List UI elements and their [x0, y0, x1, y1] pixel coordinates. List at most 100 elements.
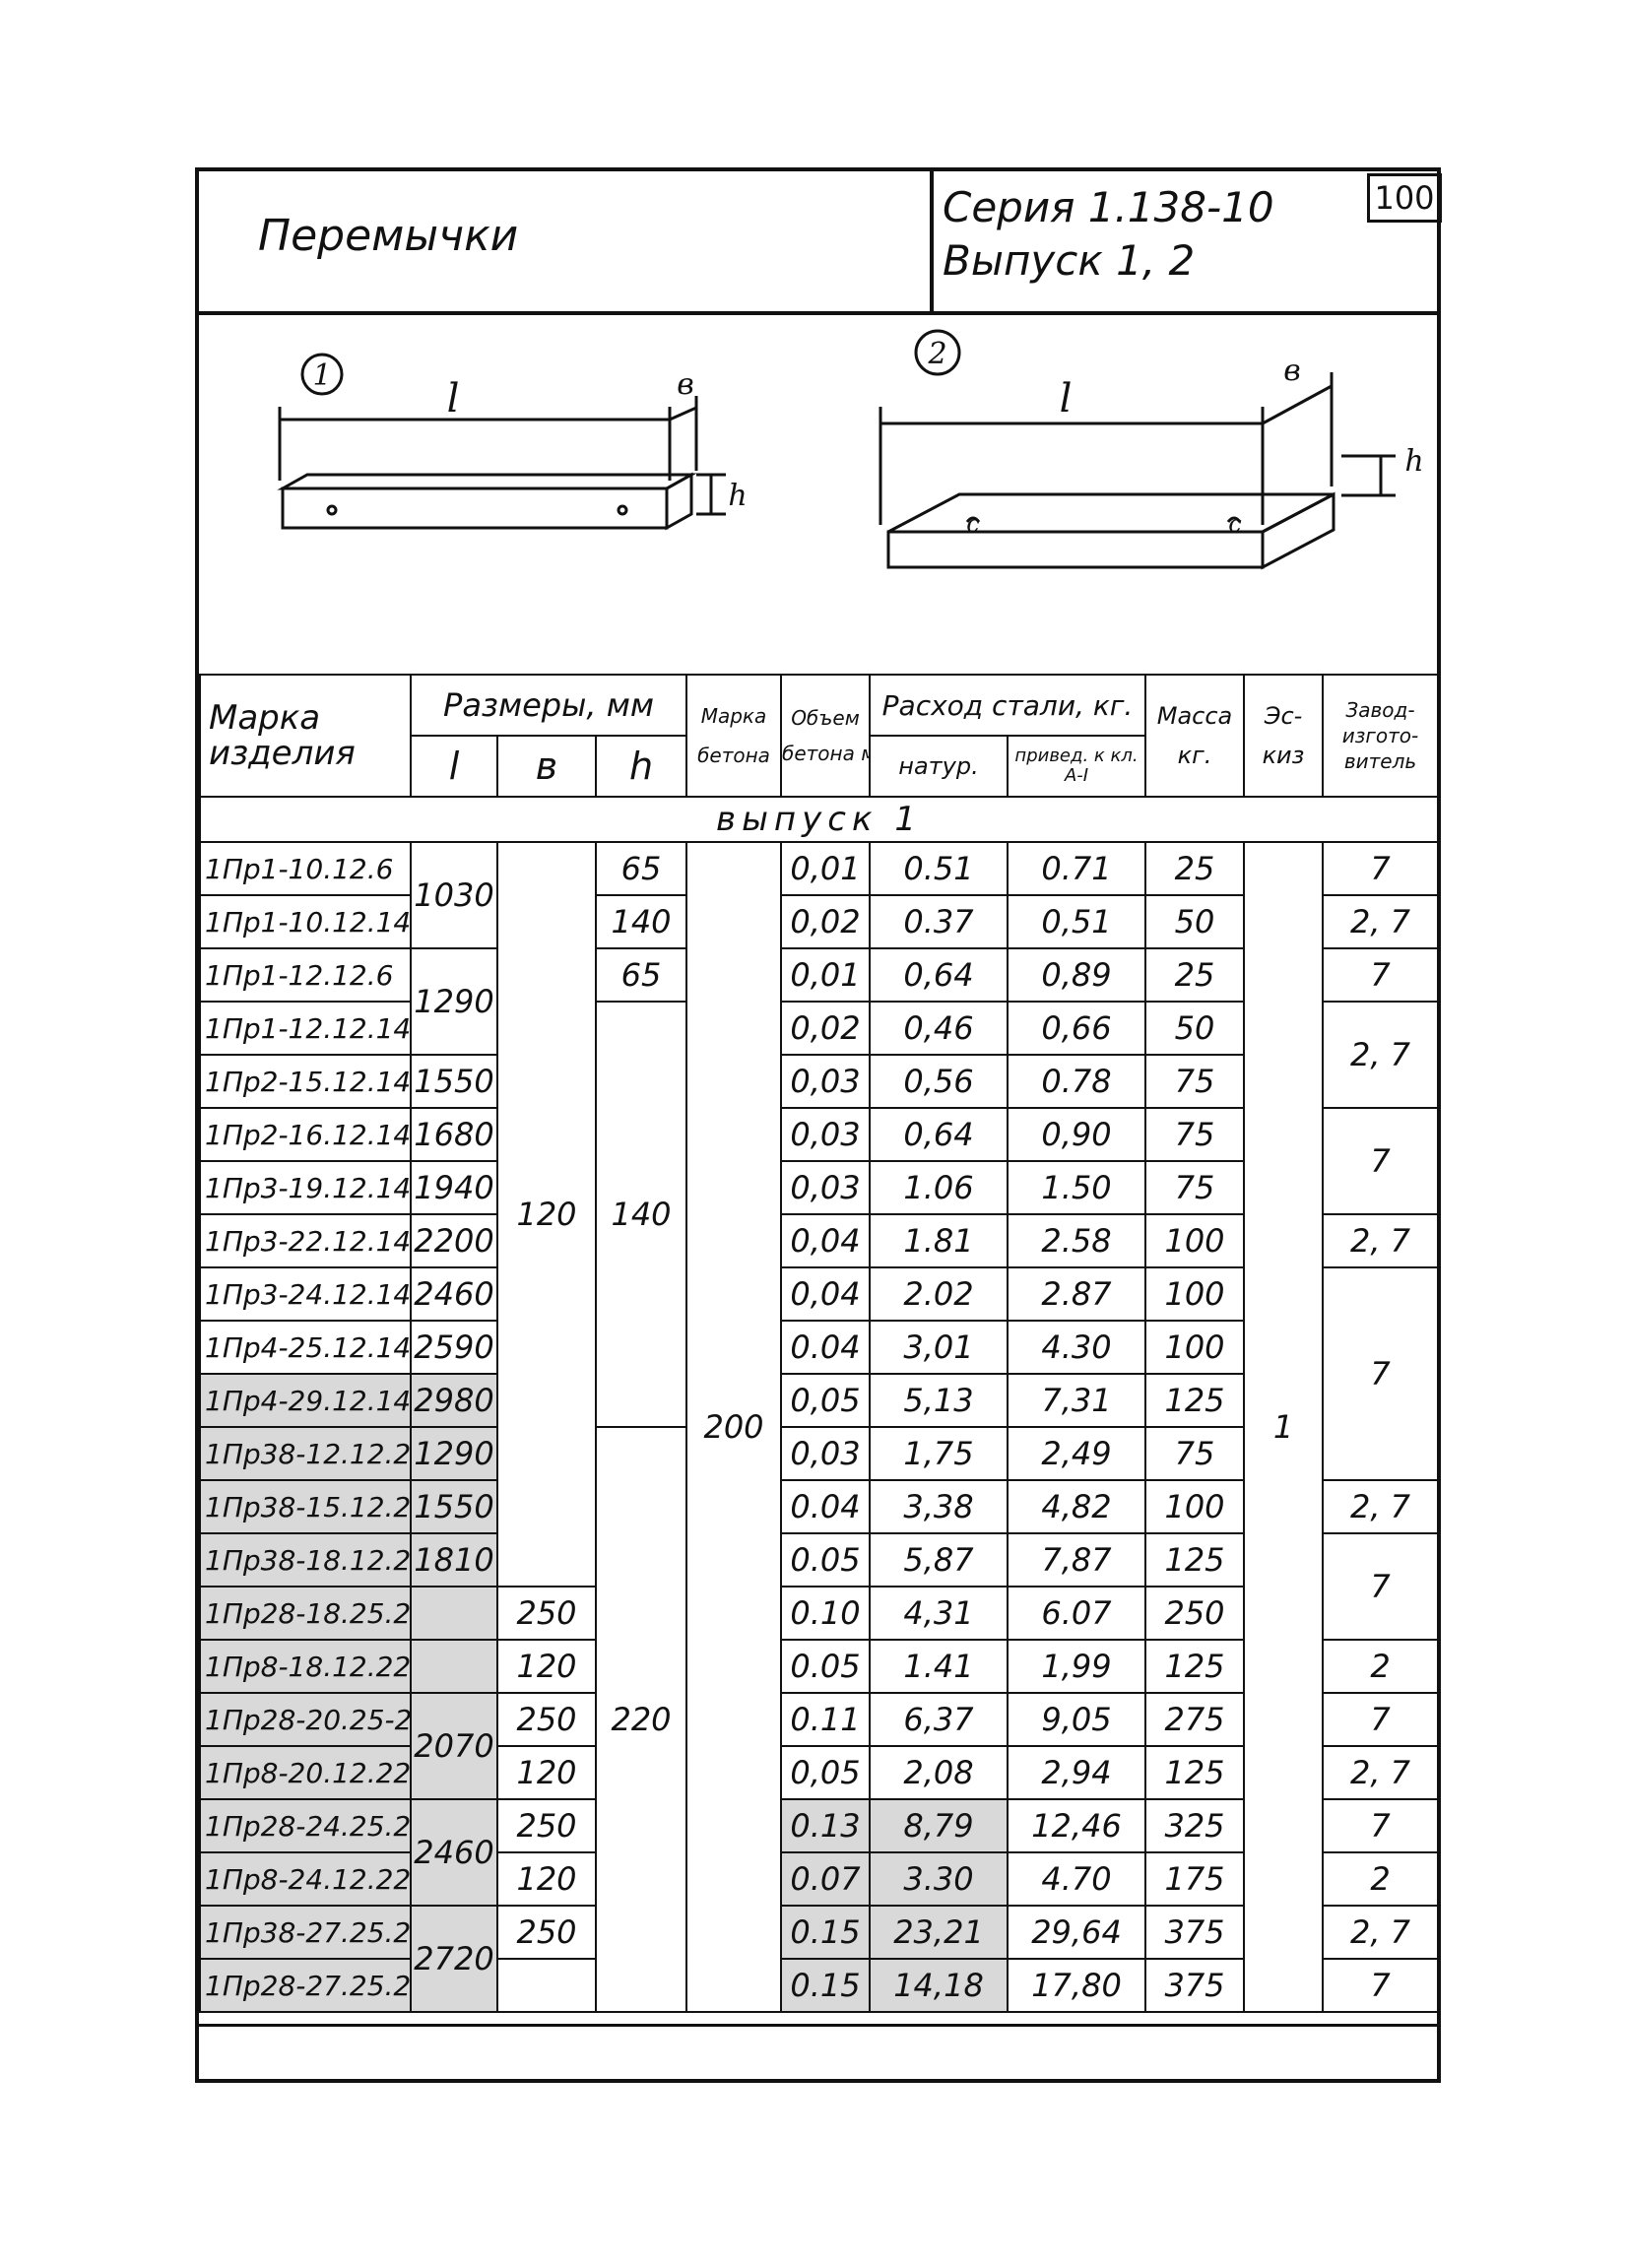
- fig2-side-face: [1261, 491, 1335, 570]
- cell-plant: 7: [1322, 1692, 1439, 1747]
- fig2-loop: [965, 516, 981, 523]
- cell-steel-red: 4.30: [1007, 1320, 1146, 1375]
- cell-l: 1550: [410, 1479, 498, 1534]
- cell-plant: 2, 7: [1322, 1479, 1439, 1534]
- cell-steel-nat: 0,64: [869, 1107, 1009, 1162]
- cell-mass: 375: [1144, 1958, 1245, 2013]
- cell-mark: 1Пр1-10.12.6: [199, 841, 412, 896]
- cell-plant: 7: [1322, 1958, 1439, 2013]
- cell-b: 250: [496, 1586, 597, 1641]
- cell-steel-nat: 5,87: [869, 1532, 1009, 1588]
- cell-mark: 1Пр28-24.25.22у: [199, 1798, 412, 1853]
- fig2-label-b: в: [1283, 354, 1300, 388]
- cell-sketch: 1: [1243, 841, 1324, 2013]
- col-header-b: в: [496, 735, 597, 798]
- cell-steel-red: 1.50: [1007, 1160, 1146, 1215]
- cell-mark: 1Пр8-20.12.22у: [199, 1745, 412, 1800]
- cell-mass: 125: [1144, 1639, 1245, 1694]
- section-title: выпуск 1: [199, 796, 1439, 843]
- cell-mark: 1Пр38-15.12.22у: [199, 1479, 412, 1534]
- cell-steel-nat: 2,08: [869, 1745, 1009, 1800]
- fig1-top-face: [277, 473, 697, 490]
- cell-steel-nat: 8,79: [869, 1798, 1009, 1853]
- cell-volume: 0,05: [780, 1745, 871, 1800]
- cell-steel-red: 7,31: [1007, 1373, 1146, 1428]
- cell-l: 2460: [410, 1266, 498, 1322]
- cell-steel-red: 0,90: [1007, 1107, 1146, 1162]
- cell-h: 140: [595, 894, 687, 949]
- cell-mass: 25: [1144, 841, 1245, 896]
- cell-steel-nat: 1,75: [869, 1426, 1009, 1481]
- cell-steel-red: 6.07: [1007, 1586, 1146, 1641]
- cell-steel-red: 17,80: [1007, 1958, 1146, 2013]
- cell-volume: 0.15: [780, 1958, 871, 2013]
- cell-mark: 1Пр1-10.12.14: [199, 894, 412, 949]
- cell-concrete: 200: [685, 841, 782, 2013]
- cell-steel-nat: 23,21: [869, 1905, 1009, 1960]
- cell-volume: 0,03: [780, 1054, 871, 1109]
- cell-plant: 2, 7: [1322, 1001, 1439, 1109]
- sheet-footer: [199, 2024, 1437, 2079]
- cell-volume: 0.13: [780, 1798, 871, 1853]
- cell-plant: 2, 7: [1322, 1905, 1439, 1960]
- cell-mark: 1Пр38-18.12.22у: [199, 1532, 412, 1588]
- cell-mark: 1Пр1-12.12.14: [199, 1001, 412, 1056]
- cell-b: 120: [496, 1745, 597, 1800]
- cell-mass: 125: [1144, 1373, 1245, 1428]
- cell-l: 2590: [410, 1320, 498, 1375]
- col-header-sketch: Эс-киз: [1243, 674, 1324, 798]
- cell-plant: 7: [1322, 1266, 1439, 1481]
- cell-steel-red: 4,82: [1007, 1479, 1146, 1534]
- cell-steel-nat: 1.41: [869, 1639, 1009, 1694]
- cell-steel-nat: 0,56: [869, 1054, 1009, 1109]
- cell-l: 1550: [410, 1054, 498, 1109]
- cell-volume: 0.10: [780, 1586, 871, 1641]
- cell-mark: 1Пр1-12.12.6: [199, 947, 412, 1003]
- cell-steel-red: 1,99: [1007, 1639, 1146, 1694]
- cell-volume: 0.05: [780, 1639, 871, 1694]
- cell-plant: 2, 7: [1322, 894, 1439, 949]
- cell-steel-red: 2.87: [1007, 1266, 1146, 1322]
- cell-volume: 0,05: [780, 1373, 871, 1428]
- fig1-label-l: l: [447, 376, 460, 421]
- cell-mark: 1Пр2-16.12.14: [199, 1107, 412, 1162]
- cell-volume: 0,04: [780, 1266, 871, 1322]
- cell-volume: 0.04: [780, 1320, 871, 1375]
- cell-volume: 0.11: [780, 1692, 871, 1747]
- fig1-front-face: [281, 486, 669, 530]
- cell-steel-red: 9,05: [1007, 1692, 1146, 1747]
- fig2-loop: [1226, 516, 1242, 523]
- fig2-number-circle: [914, 329, 961, 376]
- cell-steel-nat: 3,38: [869, 1479, 1009, 1534]
- cell-b: 250: [496, 1905, 597, 1960]
- cell-mass: 50: [1144, 1001, 1245, 1056]
- cell-plant: 7: [1322, 841, 1439, 896]
- cell-steel-nat: 0.37: [869, 894, 1009, 949]
- section-row: выпуск 1: [199, 796, 1439, 843]
- cell-b: 120: [496, 1639, 597, 1694]
- cell-mark: 1Пр4-29.12.14: [199, 1373, 412, 1428]
- cell-l: 1290: [410, 947, 498, 1056]
- cell-mark: 1Пр2-15.12.14: [199, 1054, 412, 1109]
- cell-plant: 2: [1322, 1851, 1439, 1907]
- col-header-h: h: [595, 735, 687, 798]
- cell-plant: 2, 7: [1322, 1745, 1439, 1800]
- cell-steel-red: 2,94: [1007, 1745, 1146, 1800]
- cell-mark: 1Пр28-27.25.22: [199, 1958, 412, 2013]
- cell-l: 1290: [410, 1426, 498, 1481]
- cell-steel-nat: 6,37: [869, 1692, 1009, 1747]
